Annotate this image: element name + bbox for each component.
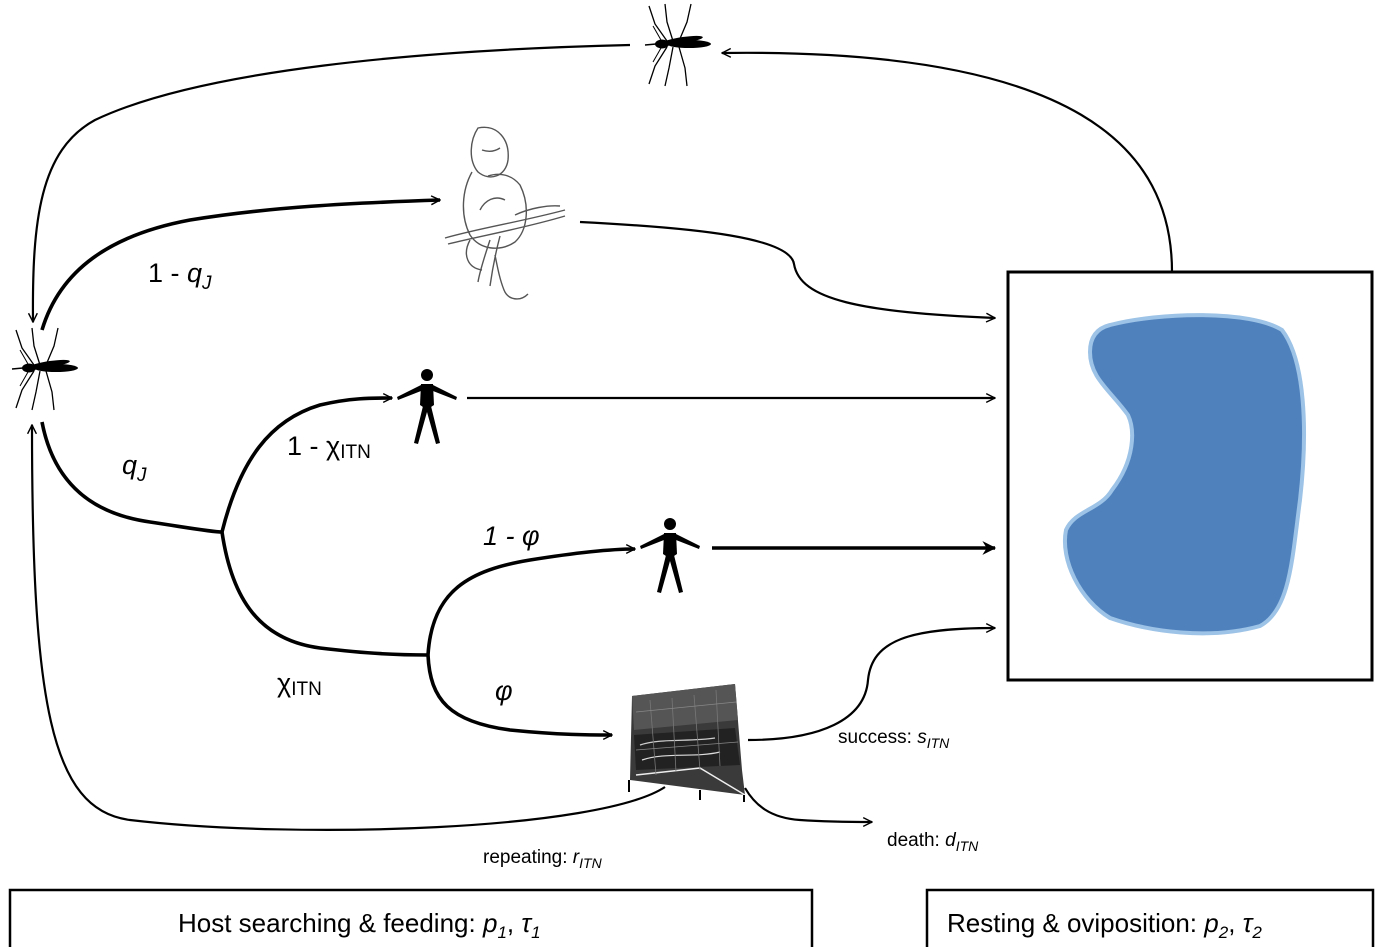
human-icon: [397, 369, 457, 444]
arrow-to-bednet: [426, 654, 612, 735]
host-search-phase-box: Host searching & feeding: p1, τ1: [8, 888, 814, 947]
arrow-bednet-death: [744, 787, 872, 822]
arrow-chi-branch: [220, 531, 429, 657]
arrow-rest-to-top-mosquito: [722, 53, 1174, 273]
label-1-minus-chi: 1 - χITN: [287, 431, 371, 463]
label-qj: qJ: [122, 450, 147, 486]
resting-phase-label: Resting & oviposition: p2, τ2: [947, 908, 1262, 942]
mosquito-icon: [644, 3, 712, 87]
resting-phase-box: Resting & oviposition: p2, τ2: [925, 888, 1375, 947]
label-death: death: dITN: [887, 830, 979, 854]
arrow-bednet-repeating: [32, 425, 666, 831]
label-chi: χITN: [277, 668, 322, 700]
monkey-icon: [444, 126, 566, 300]
host-search-phase-label: Host searching & feeding: p1, τ1: [178, 908, 541, 942]
arrow-to-human: [220, 398, 392, 533]
arrow-monkey-to-rest: [579, 220, 995, 318]
human-icon: [640, 518, 700, 593]
bed-net-icon: [628, 684, 746, 802]
resting-site-blob: [1062, 313, 1306, 636]
arrow-to-monkey: [40, 200, 440, 331]
arrow-qj-branch: [40, 421, 223, 534]
label-1-minus-phi: 1 - φ: [483, 521, 540, 551]
arrow-bednet-success: [747, 628, 995, 742]
mosquito-icon: [11, 327, 79, 411]
arrow-top-mosquito-to-left-mosquito: [33, 43, 631, 322]
label-phi: φ: [495, 676, 513, 706]
label-repeating: repeating: rITN: [483, 847, 603, 871]
arrow-to-human-2: [426, 549, 635, 656]
label-success: success: sITN: [838, 727, 950, 751]
label-1-minus-qj: 1 - qJ: [148, 258, 212, 294]
